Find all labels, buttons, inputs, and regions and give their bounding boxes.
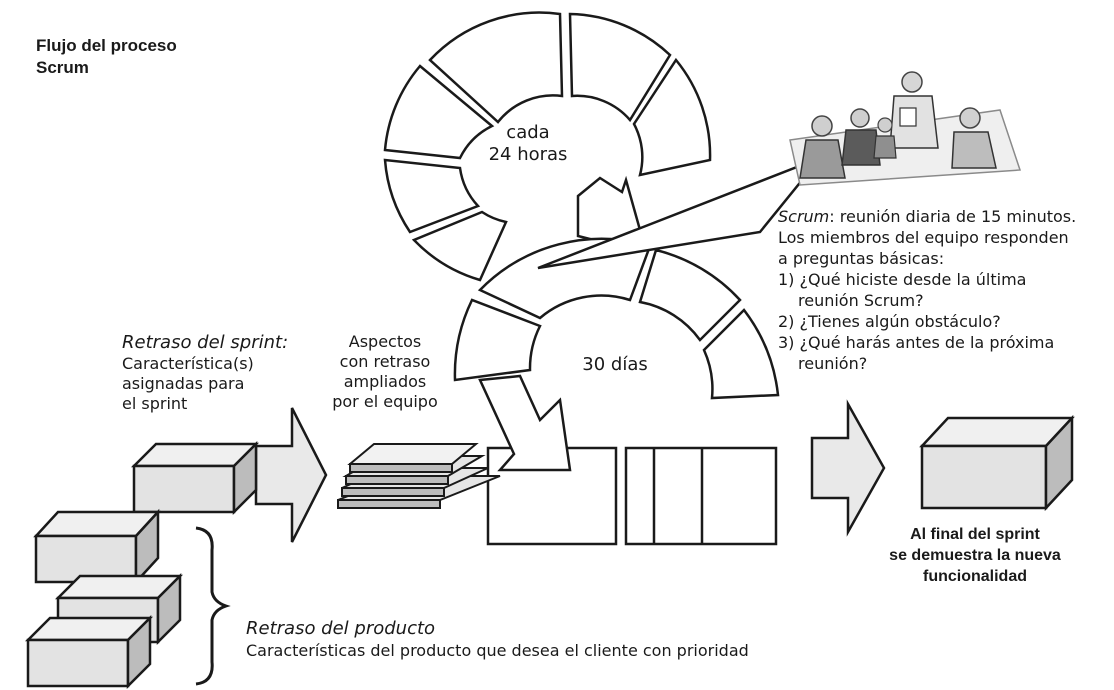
scrum-note-line: reunión Scrum? [798, 291, 924, 310]
daily-cycle-label-line-2: 24 horas [488, 144, 568, 165]
daily-cycle-label: cada 24 horas [478, 122, 578, 166]
scrum-note-line: a preguntas básicas: [778, 249, 945, 268]
expanded-items-stack [337, 443, 501, 509]
expanded-items-label: Aspectos con retraso ampliados por el eq… [320, 332, 450, 412]
scrum-note-line: 3) ¿Qué harás antes de la próxima [778, 333, 1055, 352]
scrum-note-line: reunión? [798, 354, 868, 373]
sprint-end-line: se demuestra la nueva [889, 547, 1061, 564]
sprint-backlog-line: Característica(s) [122, 354, 254, 373]
sprint-backlog-label: Retraso del sprint: Característica(s) as… [122, 332, 288, 414]
expanded-items-line: Aspectos [348, 332, 422, 351]
daily-cycle-ring [383, 11, 712, 282]
sprint-backlog-heading: Retraso del sprint: [122, 332, 289, 353]
sprint-end-line: funcionalidad [923, 568, 1027, 585]
meeting-callout-pointer [537, 155, 824, 270]
scrum-note-line: Los miembros del equipo responden [778, 228, 1069, 247]
scrum-note-line: 1) ¿Qué hiciste desde la última [778, 270, 1027, 289]
scrum-note-lead: Scrum: reunión diaria de 15 minutos. [778, 206, 1076, 227]
scrum-note-lead-rest: : reunión diaria de 15 minutos. [829, 207, 1077, 226]
product-backlog-heading: Retraso del producto [246, 618, 436, 639]
expanded-items-line: ampliados [343, 372, 427, 391]
title-line-2: Scrum [36, 58, 89, 77]
expanded-items-line: con retraso [339, 352, 431, 371]
sprint-cycle-label: 30 días [582, 354, 648, 375]
sprint-backlog-line: el sprint [122, 394, 188, 413]
scrum-note-line: 2) ¿Tienes algún obstáculo? [778, 312, 1001, 331]
sprint-cycle-arrow [478, 374, 572, 472]
final-product-box [919, 414, 1075, 512]
product-backlog-boxes [24, 508, 184, 690]
product-backlog-bracket [195, 526, 231, 686]
sprint-backlog-box [130, 440, 260, 516]
product-backlog-description: Características del producto que desea e… [246, 641, 749, 660]
arrow-to-result [810, 399, 886, 537]
sprint-end-label: Al final del sprint se demuestra la nuev… [856, 524, 1094, 587]
sprint-end-line: Al final del sprint [910, 526, 1040, 543]
team-meeting-illustration [789, 71, 1022, 186]
expanded-items-line: por el equipo [332, 392, 438, 411]
sprint-cycle-ring [453, 237, 780, 400]
scrum-meeting-note: Scrum: reunión diaria de 15 minutos. Los… [778, 206, 1076, 374]
title-line-1: Flujo del proceso [36, 36, 177, 55]
daily-cycle-label-line-1: cada [506, 122, 550, 143]
arrow-to-sprint [254, 407, 328, 543]
scrum-note-lead-italic: Scrum [778, 207, 830, 226]
diagram-title: Flujo del proceso Scrum [36, 35, 177, 79]
product-backlog-label: Retraso del producto Características del… [246, 618, 749, 661]
sprint-backlog-line: asignadas para [122, 374, 245, 393]
